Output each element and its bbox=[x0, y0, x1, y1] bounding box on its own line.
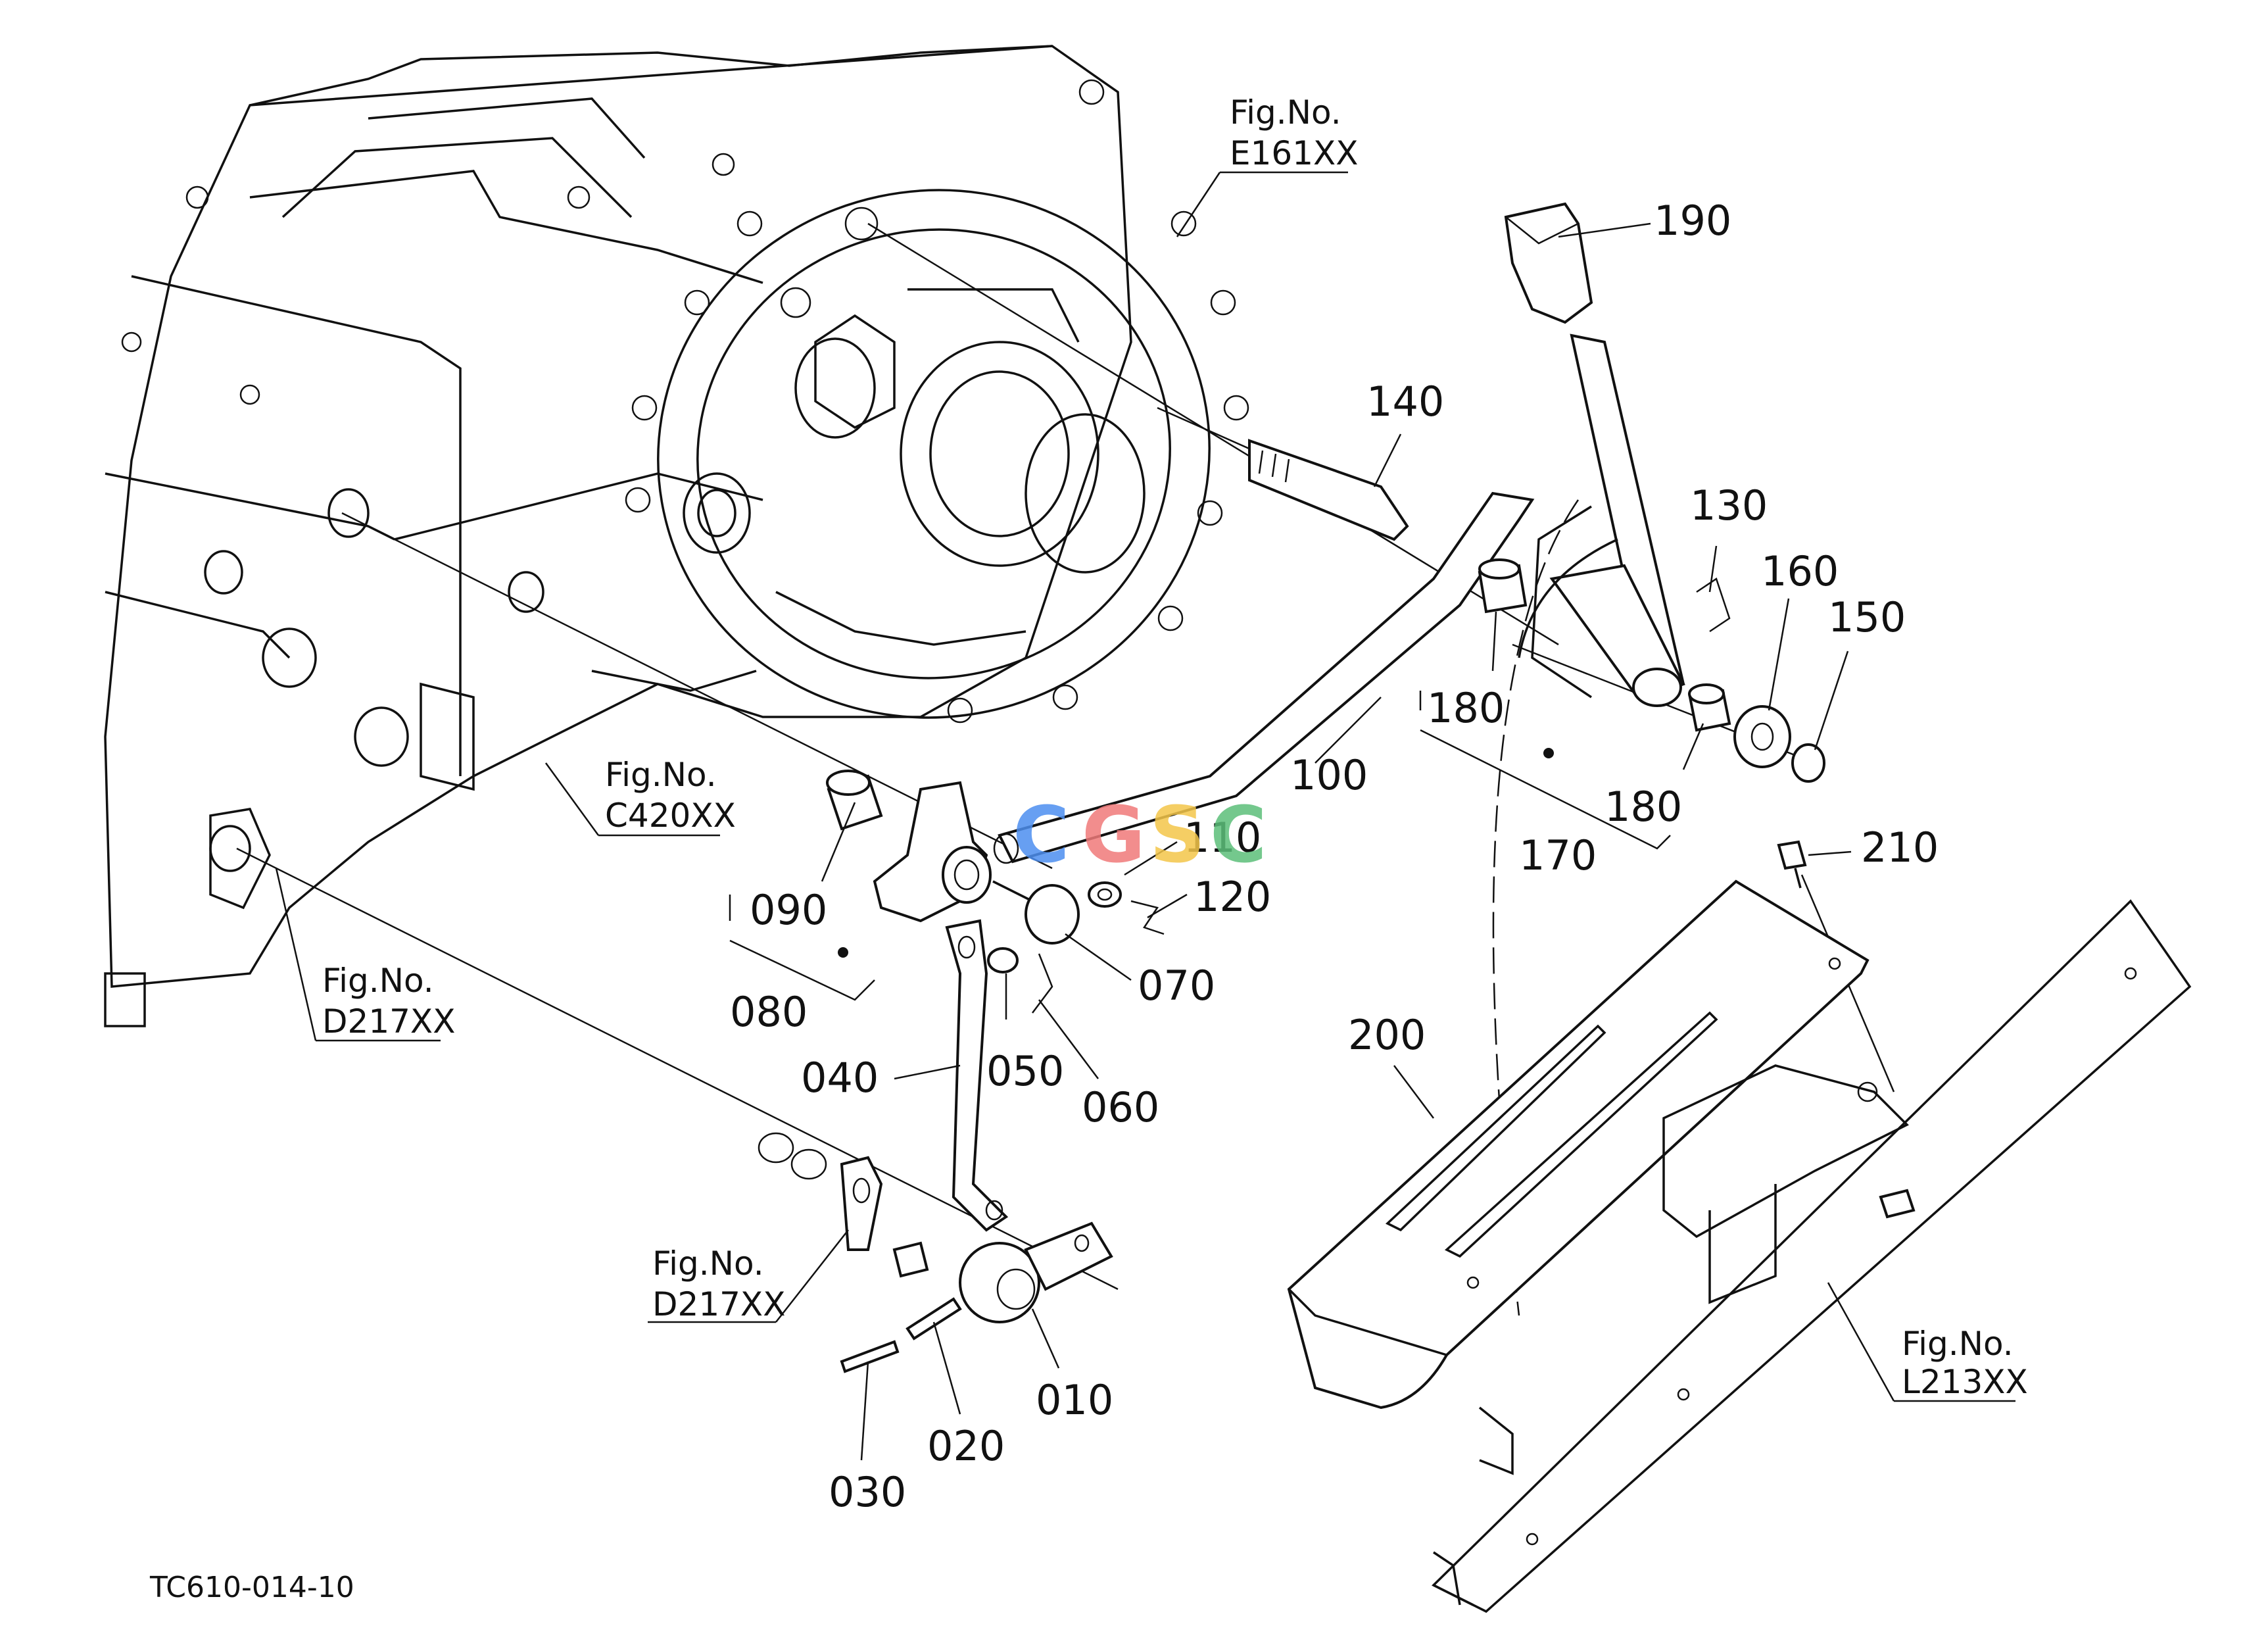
callout-030: 030 bbox=[829, 1468, 906, 1516]
callout-190: 190 bbox=[1654, 197, 1731, 245]
watermark-logo: C G S C bbox=[1013, 789, 1267, 880]
figref-c420-code: C420XX bbox=[605, 797, 736, 835]
figref-l213-label: Fig.No. bbox=[1902, 1325, 2014, 1363]
part-040-link bbox=[945, 919, 1009, 1232]
part-060-clip bbox=[1032, 953, 1053, 1014]
part-180-bushing-upper bbox=[1478, 558, 1528, 614]
callout-180-upper: 180 bbox=[1427, 684, 1505, 732]
callout-180-lower: 180 bbox=[1604, 783, 1682, 831]
part-070-pin bbox=[992, 880, 1080, 945]
callout-090: 090 bbox=[750, 886, 827, 934]
figref-d217b-label: Fig.No. bbox=[652, 1244, 764, 1283]
callouts: 190 140 130 160 150 180 100 180 170 210 … bbox=[730, 197, 1939, 1516]
part-210-bolt bbox=[1777, 840, 1807, 889]
callout-140: 140 bbox=[1366, 378, 1444, 426]
part-160-washer bbox=[1733, 705, 1791, 768]
part-150-nut bbox=[1791, 743, 1825, 783]
callout-170: 170 bbox=[1519, 831, 1597, 879]
watermark-letter: G bbox=[1082, 789, 1146, 880]
watermark-letter: C bbox=[1013, 789, 1070, 880]
callout-080: 080 bbox=[730, 988, 808, 1036]
part-170-lever bbox=[1419, 333, 1685, 850]
part-140-stud bbox=[1248, 439, 1409, 541]
part-130-clip bbox=[1696, 578, 1731, 633]
frame-bracket bbox=[1432, 899, 2192, 1613]
figref-d217a-code: D217XX bbox=[322, 1002, 455, 1041]
callout-070: 070 bbox=[1138, 962, 1215, 1010]
figref-e161-code: E161XX bbox=[1230, 134, 1359, 172]
part-180-bushing-lower bbox=[1688, 683, 1731, 732]
leader-lines bbox=[821, 222, 1852, 1461]
part-080-arm-assembly bbox=[729, 781, 992, 1001]
orings-and-plate bbox=[758, 1132, 929, 1278]
figref-c420-label: Fig.No. bbox=[605, 756, 717, 794]
callout-150: 150 bbox=[1828, 593, 1906, 641]
part-100-rod bbox=[993, 491, 1535, 864]
part-010-lever bbox=[959, 1221, 1113, 1323]
callout-050: 050 bbox=[986, 1047, 1064, 1095]
callout-040: 040 bbox=[801, 1054, 879, 1102]
part-030-pin bbox=[840, 1340, 900, 1373]
figref-d217b-code: D217XX bbox=[652, 1285, 785, 1323]
figure-references: Fig.No. E161XX Fig.No. C420XX Fig.No. D2… bbox=[322, 93, 2028, 1401]
part-020-pin bbox=[905, 1297, 962, 1340]
figref-e161-label: Fig.No. bbox=[1230, 93, 1341, 132]
drawing-code: TC610-014-10 bbox=[149, 1571, 354, 1604]
part-190-knob bbox=[1504, 202, 1593, 324]
callout-130: 130 bbox=[1690, 481, 1768, 529]
callout-200: 200 bbox=[1348, 1011, 1426, 1059]
callout-010: 010 bbox=[1036, 1376, 1113, 1424]
figref-leaders bbox=[275, 171, 2015, 1402]
part-120-clip bbox=[1130, 900, 1165, 935]
part-200-plate bbox=[1287, 879, 1870, 1410]
callout-060: 060 bbox=[1082, 1083, 1159, 1131]
transmission-housing bbox=[104, 45, 1249, 1027]
figref-l213-code: L213XX bbox=[1902, 1363, 2028, 1401]
callout-020: 020 bbox=[927, 1422, 1005, 1470]
callout-120: 120 bbox=[1194, 873, 1271, 921]
watermark-letter: C bbox=[1210, 789, 1267, 880]
figref-d217a-label: Fig.No. bbox=[322, 962, 434, 1000]
callout-160: 160 bbox=[1761, 547, 1839, 595]
part-110-washer bbox=[1088, 881, 1122, 908]
part-050-washer bbox=[987, 947, 1019, 973]
callout-210: 210 bbox=[1861, 823, 1939, 872]
callout-110: 110 bbox=[1184, 814, 1261, 862]
callout-100: 100 bbox=[1290, 751, 1368, 799]
watermark-letter: S bbox=[1149, 789, 1205, 880]
